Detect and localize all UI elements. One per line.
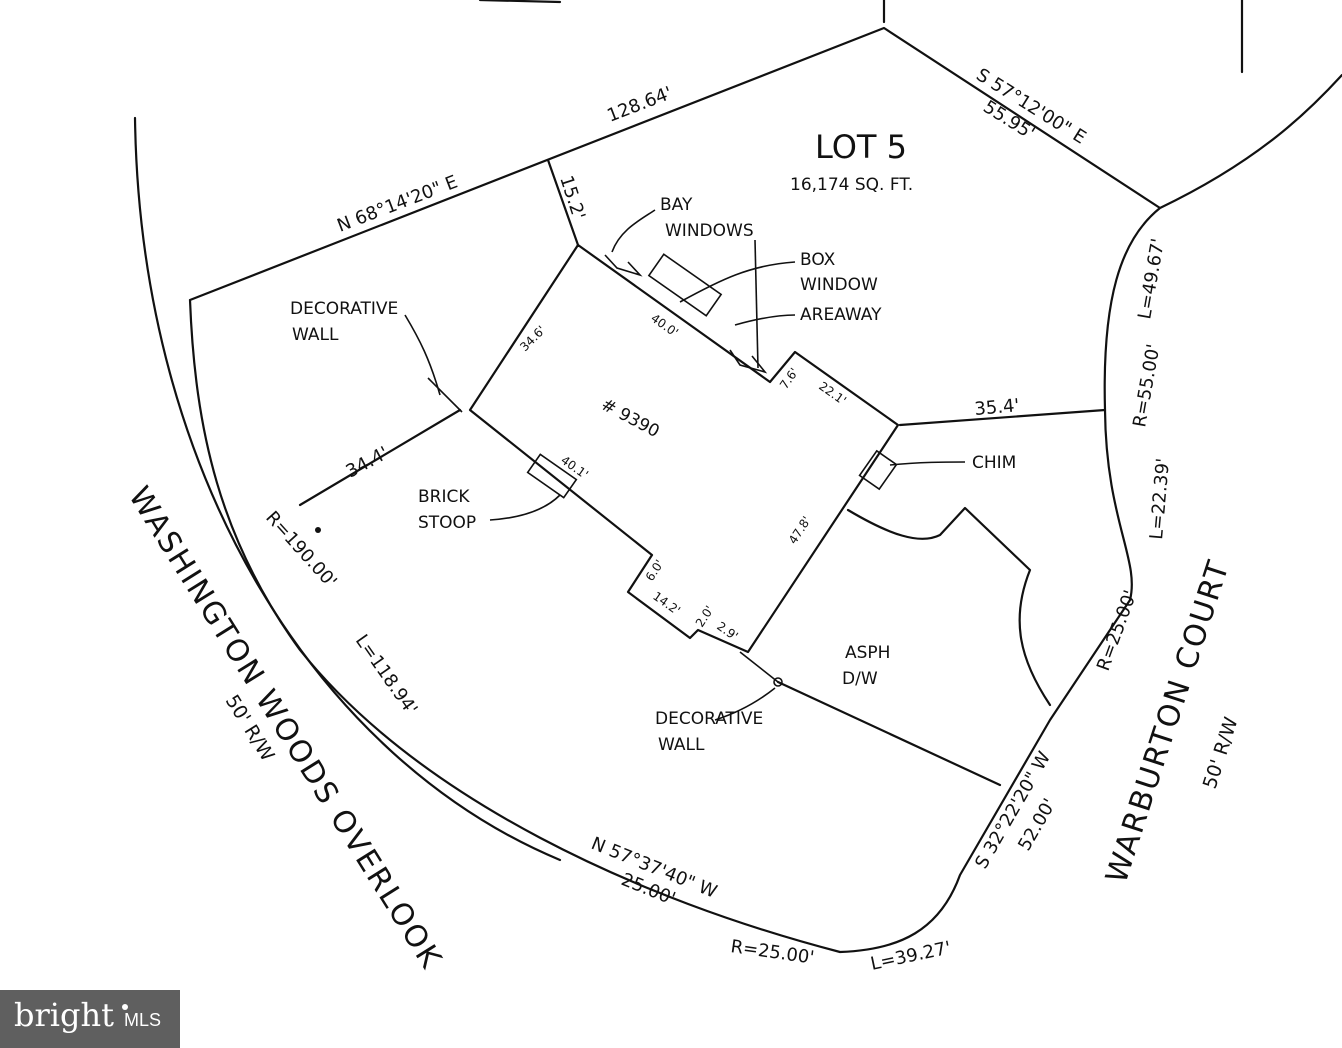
decorative-wall-leader-1 bbox=[404, 314, 441, 396]
watermark-suffix: MLS bbox=[124, 1010, 162, 1030]
box-label-1: BOX bbox=[800, 250, 836, 270]
decorative-wall-leader-2 bbox=[714, 687, 776, 721]
corner-l: L=39.27' bbox=[869, 937, 953, 975]
bay-window-2 bbox=[729, 349, 768, 374]
wall-post bbox=[773, 677, 783, 687]
bright-mls-watermark: bright MLS bbox=[0, 990, 180, 1048]
warburton-rw: 50' R/W bbox=[1199, 714, 1243, 791]
lot-title: LOT 5 bbox=[815, 128, 907, 166]
north-length: 128.64' bbox=[604, 83, 675, 127]
bay-label-2: WINDOWS bbox=[665, 221, 754, 241]
watermark-brand: bright bbox=[14, 996, 114, 1034]
decorative-wall-west bbox=[427, 377, 463, 413]
house-e-dim: 47.8' bbox=[786, 514, 814, 547]
survey-mark bbox=[315, 527, 321, 533]
lot-area: 16,174 SQ. FT. bbox=[790, 175, 913, 195]
chim-label: CHIM bbox=[972, 453, 1016, 473]
watermark-dot bbox=[122, 1004, 128, 1010]
decorative-wall-south bbox=[739, 651, 779, 683]
curve-right-r: R=55.00' bbox=[1129, 342, 1164, 428]
areaway-label: AREAWAY bbox=[800, 305, 882, 325]
bay-leader-1 bbox=[611, 209, 656, 253]
box-window bbox=[647, 253, 723, 317]
north-offset-line bbox=[546, 158, 580, 247]
decorative-wall-1-label-1: DECORATIVE bbox=[290, 299, 398, 319]
west-offset-line bbox=[298, 408, 462, 507]
house-ne-dim: 22.1' bbox=[816, 379, 849, 408]
curve-right-l: L=49.67' bbox=[1134, 237, 1169, 321]
stoop-label-1: BRICK bbox=[418, 487, 470, 507]
driveway-outline bbox=[846, 506, 1052, 707]
driveway-label-2: D/W bbox=[842, 669, 878, 689]
decorative-wall-2-label-1: DECORATIVE bbox=[655, 709, 763, 729]
bay-label-1: BAY bbox=[660, 195, 693, 215]
bay-window-1 bbox=[604, 254, 643, 277]
decorative-wall-2-label-2: WALL bbox=[658, 735, 705, 755]
box-label-2: WINDOW bbox=[800, 275, 878, 295]
north-bearing: N 68°14'20" E bbox=[334, 171, 460, 236]
stoop-leader bbox=[489, 494, 561, 521]
west-l: L=118.94' bbox=[351, 631, 422, 719]
adjacent-lot-fragment bbox=[478, 0, 562, 4]
decorative-wall-1-label-2: WALL bbox=[292, 325, 339, 345]
house-number: # 9390 bbox=[598, 395, 663, 442]
west-r: R=190.00' bbox=[261, 507, 341, 592]
house-footprint bbox=[468, 243, 900, 654]
washington-woods-curb bbox=[133, 116, 562, 862]
curve-se-r: R=25.00' bbox=[1093, 588, 1141, 674]
offset-west: 34.4' bbox=[342, 443, 392, 483]
house-nw-dim: 34.6' bbox=[517, 323, 548, 354]
brick-stoop bbox=[526, 453, 578, 499]
driveway-south-edge bbox=[776, 680, 1002, 787]
east-offset-line bbox=[898, 408, 1107, 427]
chimney bbox=[858, 449, 898, 491]
stoop-label-2: STOOP bbox=[418, 513, 476, 533]
house-s-dim: 40.1' bbox=[558, 453, 591, 482]
box-window-leader bbox=[679, 261, 796, 303]
house-step3-dim: 2.0' bbox=[693, 603, 717, 629]
driveway-label-1: ASPH bbox=[845, 643, 890, 663]
offset-east: 35.4' bbox=[974, 395, 1021, 420]
curve-right-l2: L=22.39' bbox=[1146, 457, 1174, 540]
areaway-leader bbox=[734, 314, 796, 326]
bay-leader-2 bbox=[754, 239, 759, 369]
chim-leader bbox=[889, 461, 966, 466]
house-step2-dim: 6.0' bbox=[643, 557, 667, 583]
washington-woods-road: WASHINGTON WOODS OVERLOOK bbox=[121, 481, 449, 976]
